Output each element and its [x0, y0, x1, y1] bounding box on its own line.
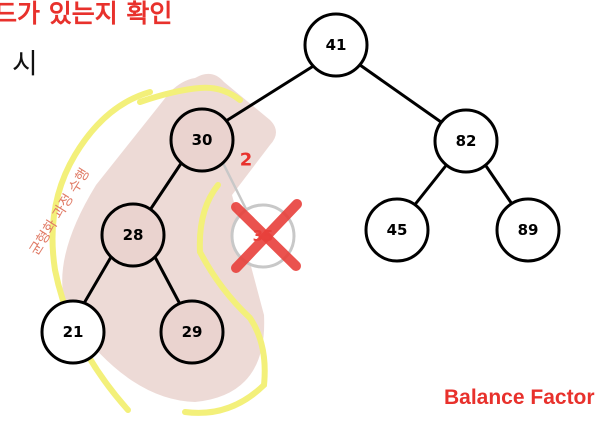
- node-label: 30: [192, 131, 213, 149]
- marker-stroke-top: [137, 84, 243, 105]
- edge-28-29: [153, 256, 183, 307]
- edge-41-30: [225, 63, 316, 123]
- edge-30-28: [148, 161, 184, 211]
- edge-30-35: [217, 154, 251, 216]
- marker-stroke-right: [182, 182, 268, 416]
- node-label: 45: [387, 221, 408, 239]
- tree-node-41: 41: [303, 12, 369, 78]
- balance-factor-value: 2: [240, 150, 253, 171]
- edge-82-45: [411, 162, 450, 208]
- edge-82-89: [482, 162, 516, 208]
- node-label: 28: [123, 226, 144, 244]
- node-label: 29: [182, 323, 203, 341]
- node-label: 82: [456, 132, 477, 150]
- page-title: 드가 있는지 확인: [0, 0, 173, 28]
- balance-factor-label: Balance Factor: [444, 386, 595, 409]
- delete-cross-icon: [231, 199, 302, 273]
- edge-28-21: [81, 256, 113, 306]
- tree-node-45: 45: [364, 197, 430, 263]
- page-subtitle: 시: [12, 47, 38, 80]
- tree-node-29: 29: [159, 299, 225, 365]
- node-label: 21: [63, 323, 84, 341]
- tree-node-82: 82: [433, 108, 499, 174]
- tree-node-89: 89: [495, 197, 561, 263]
- tree-node-30: 30: [169, 107, 235, 173]
- node-label: 41: [326, 36, 347, 54]
- edge-41-82: [359, 63, 442, 124]
- tree-node-28: 28: [100, 202, 166, 268]
- node-label: 89: [518, 221, 539, 239]
- tree-node-21: 21: [40, 299, 106, 365]
